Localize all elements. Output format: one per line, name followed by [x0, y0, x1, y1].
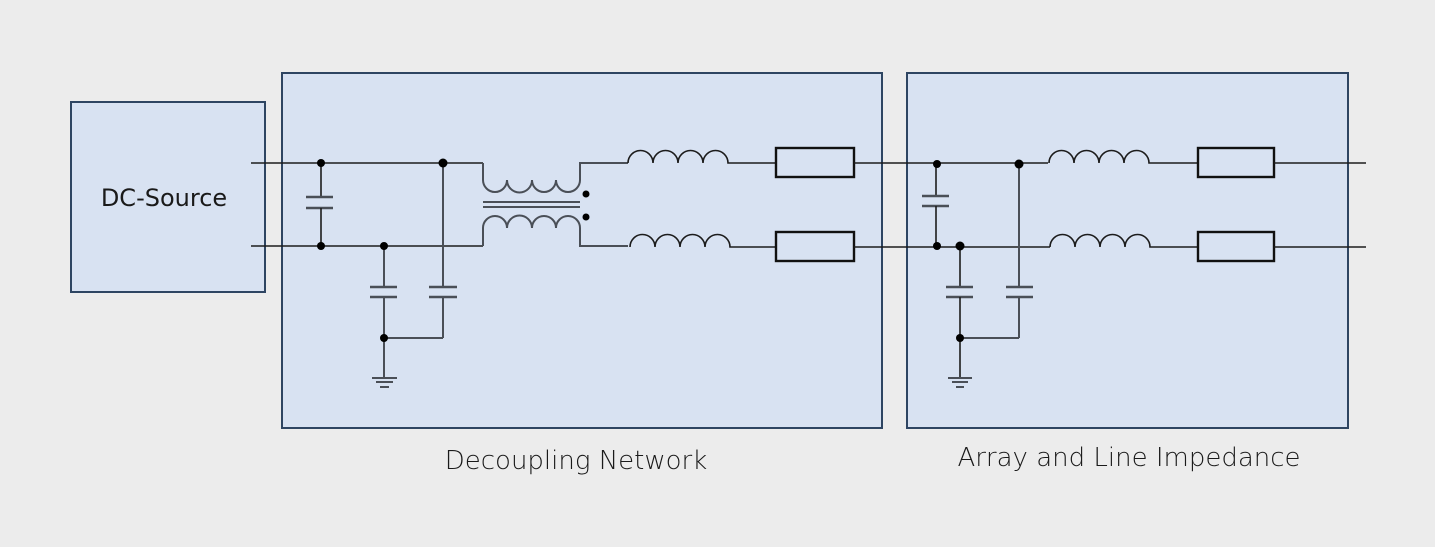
dc-source-block [70, 101, 266, 293]
junction-node [438, 158, 448, 168]
junction-node [380, 334, 388, 342]
decoupling-network-label: Decoupling Network [445, 446, 708, 476]
common-mode-choke-icon [482, 162, 628, 247]
array-line-impedance-block [906, 72, 1349, 429]
inductor-icon [629, 233, 776, 248]
inductor-icon [627, 149, 776, 164]
junction-node [317, 242, 325, 250]
junction-node [956, 334, 964, 342]
array-line-impedance-label: Array and Line Impedance [957, 443, 1300, 473]
junction-node [955, 241, 965, 251]
x-capacitor-icon [306, 163, 333, 246]
junction-node [1014, 159, 1024, 169]
junction-node [933, 160, 941, 168]
ground-icon [372, 377, 397, 388]
decoupling-network-circuit [251, 146, 1050, 388]
junction-node [933, 242, 941, 250]
y-capacitor-icon [960, 163, 1033, 339]
ground-icon [948, 377, 972, 388]
y-capacitor-icon [370, 246, 397, 378]
x-capacitor-icon [922, 163, 949, 246]
dc-source-label: DC-Source [101, 184, 227, 212]
line-impedance-circuit [922, 146, 1366, 388]
decoupling-network-block [281, 72, 883, 429]
junction-node [317, 159, 325, 167]
inductor-icon [1049, 233, 1198, 248]
junction-node [380, 242, 388, 250]
y-capacitor-icon [384, 163, 457, 339]
inductor-icon [1048, 149, 1198, 164]
